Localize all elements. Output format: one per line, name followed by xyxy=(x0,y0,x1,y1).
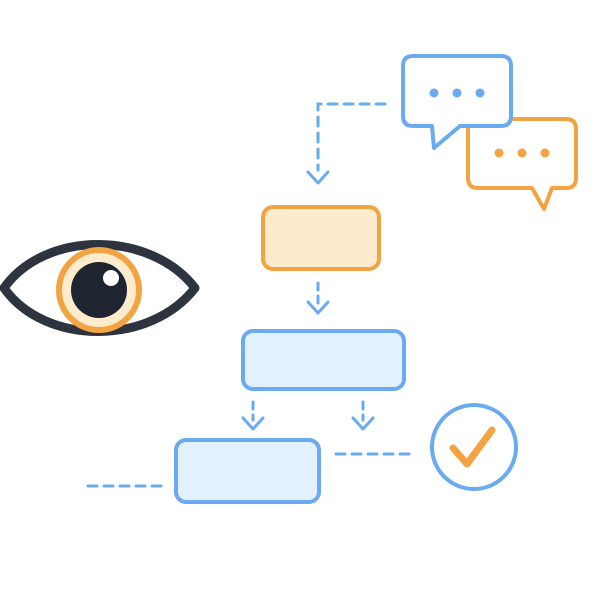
bubble-primary-dot-3 xyxy=(475,88,485,98)
eye-pupil xyxy=(71,262,127,318)
speech-bubble-secondary-icon xyxy=(466,117,578,211)
connector-bubble-to-step-1 xyxy=(306,102,387,185)
bubble-secondary-shape xyxy=(466,117,578,211)
eye-icon xyxy=(0,240,200,336)
connector-step-1-to-step-2 xyxy=(306,281,330,315)
arrowhead-down-icon xyxy=(306,300,330,315)
bubble-primary-shape xyxy=(401,54,513,150)
check-circle-ring xyxy=(430,403,518,491)
bubble-secondary-dot-2 xyxy=(517,148,527,158)
arrowhead-down-icon xyxy=(306,170,330,185)
process-box-step-2[interactable] xyxy=(241,329,406,391)
arrowhead-down-icon xyxy=(241,416,265,431)
bubble-primary-dot-1 xyxy=(429,88,439,98)
connector-step-2-left-branch xyxy=(241,400,265,431)
eye-highlight xyxy=(103,270,119,286)
process-box-step-1[interactable] xyxy=(261,205,381,271)
bubble-primary-dot-2 xyxy=(452,88,462,98)
bubble-secondary-dot-3 xyxy=(540,148,550,158)
speech-bubble-primary-icon xyxy=(401,54,513,150)
check-mark-icon xyxy=(449,426,496,468)
arrowhead-down-icon xyxy=(351,416,375,431)
check-circle-icon xyxy=(430,403,518,491)
connector-step-2-right-branch xyxy=(351,400,375,431)
bubble-secondary-dot-1 xyxy=(494,148,504,158)
connector-bubble-line xyxy=(316,102,387,172)
process-box-step-3[interactable] xyxy=(174,438,321,504)
